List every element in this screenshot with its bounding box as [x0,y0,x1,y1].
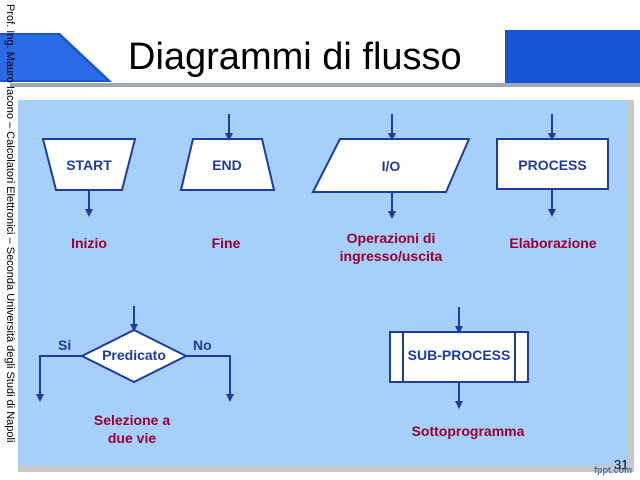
predicate-label-line2: due vie [107,430,157,446]
predicate-shape [79,328,189,384]
slide-title: Diagrammi di flusso [128,36,462,78]
subprocess-label: Sottoprogramma [411,423,525,439]
io-label: Operazioni di ingresso/uscita [316,229,466,265]
end-shape [179,138,276,191]
predicate-text: Predicato [102,347,166,363]
end-label: Fine [211,235,241,251]
process-text: PROCESS [518,157,587,173]
slide-number: 31 [614,457,629,472]
predicate-no-branch [186,355,234,402]
header-decoration [0,30,640,87]
start-label: Inizio [71,235,107,251]
logo: fppt.com [594,465,632,475]
start-text: START [66,157,112,173]
end-text: END [212,157,242,173]
predicate-yes-branch [36,355,82,402]
start-shape [41,138,137,191]
io-label-line2: ingresso/uscita [339,248,443,264]
process-label: Elaborazione [509,235,597,251]
predicate-yes-label: Si [58,337,72,353]
predicate-label: Selezione a due vie [72,411,192,447]
predicate-label-line1: Selezione a [93,412,171,428]
io-label-line1: Operazioni di [346,230,436,246]
predicate-no-label: No [193,337,212,353]
subprocess-text: SUB-PROCESS [407,347,511,363]
io-text: I/O [381,158,401,174]
io-shape [311,138,471,193]
